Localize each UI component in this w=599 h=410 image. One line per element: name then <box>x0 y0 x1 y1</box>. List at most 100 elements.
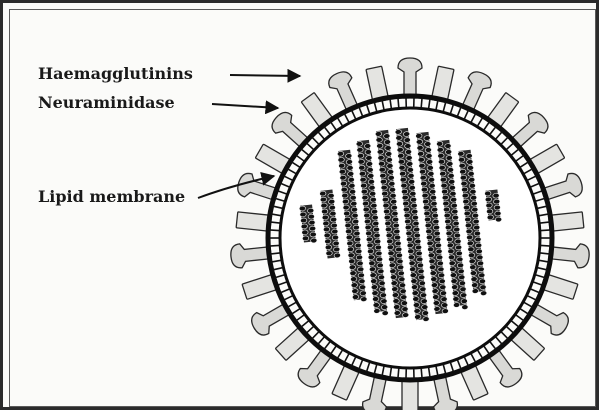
membrane-tick <box>330 346 336 354</box>
membrane-tick <box>324 126 330 134</box>
membrane-tick <box>318 131 325 139</box>
membrane-tick <box>516 155 524 161</box>
membrane-tick <box>520 309 528 314</box>
membrane-tick <box>382 366 384 376</box>
membrane-tick <box>366 363 369 373</box>
membrane-tick <box>536 275 546 278</box>
membrane-tick <box>312 137 319 144</box>
membrane-tick <box>296 315 304 321</box>
membrane-tick <box>337 117 342 126</box>
membrane-tick <box>374 102 377 112</box>
membrane-tick <box>283 296 292 300</box>
haemagglutinin-spike <box>525 298 572 339</box>
label-lipid-membrane: Lipid membrane <box>38 187 185 206</box>
membrane-tick <box>374 365 377 375</box>
membrane-tick <box>270 222 280 223</box>
membrane-tick <box>540 222 550 223</box>
membrane-tick <box>450 363 453 373</box>
membrane-tick <box>538 268 548 270</box>
membrane-tick <box>398 98 399 108</box>
membrane-tick <box>484 122 490 130</box>
haemagglutinin-spike <box>268 109 314 154</box>
membrane-tick <box>539 260 549 262</box>
membrane-tick <box>458 107 462 116</box>
haemagglutinin-spike <box>483 344 526 390</box>
membrane-tick <box>306 143 313 150</box>
membrane-tick <box>478 350 483 359</box>
membrane-tick <box>366 104 369 114</box>
membrane-tick <box>501 332 508 339</box>
membrane-tick <box>533 282 542 285</box>
membrane-tick <box>511 321 519 327</box>
membrane-tick <box>287 302 296 307</box>
membrane-tick <box>270 253 280 254</box>
membrane-tick <box>471 113 476 122</box>
membrane-tick <box>280 289 289 293</box>
membrane-tick <box>283 176 292 180</box>
membrane-tick <box>301 149 309 155</box>
membrane-tick <box>271 214 281 216</box>
neuraminidase-spike <box>402 378 418 410</box>
haemagglutinin-spike <box>506 109 552 154</box>
membrane-tick <box>318 337 325 345</box>
membrane-tick <box>398 369 399 379</box>
membrane-tick <box>330 122 336 130</box>
membrane-tick <box>312 332 319 339</box>
membrane-tick <box>511 149 519 155</box>
membrane-tick <box>528 176 537 180</box>
membrane-tick <box>538 206 548 208</box>
membrane-tick <box>464 110 468 119</box>
membrane-tick <box>478 117 483 126</box>
membrane-tick <box>450 104 453 114</box>
membrane-tick <box>277 191 286 194</box>
membrane-tick <box>490 342 496 350</box>
haemagglutinin-spike <box>398 58 422 98</box>
membrane-tick <box>464 357 468 366</box>
leader-line-neuraminidase <box>212 104 278 108</box>
membrane-tick <box>277 282 286 285</box>
membrane-tick <box>429 98 430 108</box>
membrane-tick <box>280 183 289 187</box>
membrane-tick <box>296 155 304 161</box>
membrane-tick <box>539 214 549 216</box>
membrane-tick <box>275 198 285 201</box>
membrane-tick <box>436 100 438 110</box>
membrane-tick <box>273 206 283 208</box>
label-haemagglutinins: Haemagglutinins <box>38 64 193 83</box>
membrane-tick <box>344 113 349 122</box>
membrane-tick <box>496 131 503 139</box>
membrane-tick <box>507 143 514 150</box>
membrane-tick <box>524 302 533 307</box>
membrane-tick <box>271 260 281 262</box>
membrane-tick <box>273 268 283 270</box>
label-neuraminidase: Neuraminidase <box>38 93 175 112</box>
membrane-tick <box>436 366 438 376</box>
membrane-tick <box>344 354 349 363</box>
membrane-tick <box>533 191 542 194</box>
membrane-tick <box>324 342 330 350</box>
membrane-tick <box>291 309 299 314</box>
membrane-tick <box>540 253 550 254</box>
membrane-tick <box>443 365 446 375</box>
membrane-tick <box>524 169 533 174</box>
membrane-tick <box>516 315 524 321</box>
membrane-tick <box>541 230 551 231</box>
membrane-tick <box>507 327 514 334</box>
membrane-tick <box>421 98 422 108</box>
membrane-tick <box>306 327 313 334</box>
membrane-tick <box>528 296 537 300</box>
membrane-tick <box>275 275 285 278</box>
leader-line-haemagglutinins <box>230 75 300 76</box>
membrane-tick <box>269 230 279 231</box>
membrane-tick <box>351 357 355 366</box>
membrane-tick <box>520 162 528 167</box>
membrane-tick <box>429 368 430 378</box>
membrane-tick <box>531 289 540 293</box>
membrane-tick <box>390 368 391 378</box>
membrane-tick <box>496 337 503 345</box>
membrane-tick <box>301 321 309 327</box>
membrane-tick <box>541 245 551 246</box>
membrane-tick <box>390 98 391 108</box>
membrane-tick <box>490 126 496 134</box>
